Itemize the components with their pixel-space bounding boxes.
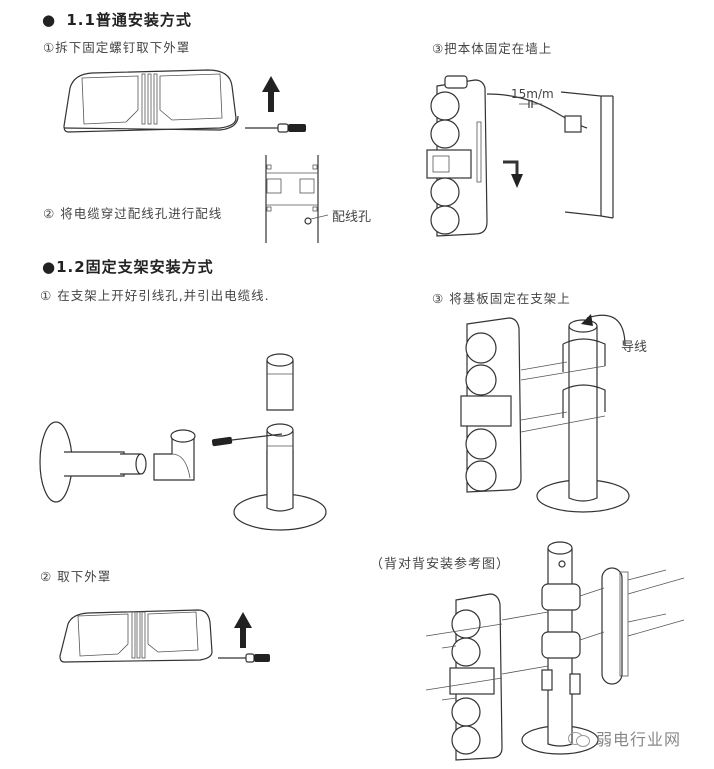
- step-number: ②: [40, 569, 53, 584]
- back-plate: [601, 567, 629, 685]
- step-number: ③: [432, 291, 445, 306]
- watermark-text: 弱电行业网: [596, 730, 682, 749]
- wiring-hole-label: 配线孔: [332, 210, 372, 225]
- back-to-back-caption: （背对背安装参考图）: [370, 557, 511, 572]
- wall-bracket: [39, 421, 196, 503]
- back-to-back-illustration: [425, 541, 685, 761]
- step-text: 在支架上开好引线孔,并引出电缆线.: [57, 288, 270, 303]
- post-mount-illustration: [460, 314, 630, 513]
- step-1-2: ② 将电缆穿过配线孔进行配线: [43, 203, 222, 222]
- bullet-icon: ●: [42, 258, 57, 276]
- screwdriver-icon: [245, 123, 306, 133]
- step-text: 取下外罩: [57, 569, 112, 584]
- wall-mount-illustration: [426, 75, 614, 237]
- step-2-1: ① 在支架上开好引线孔,并引出电缆线.: [40, 285, 270, 304]
- screwdriver-icon: [218, 653, 270, 663]
- screws: [425, 569, 685, 701]
- screwdriver-icon: [211, 433, 283, 447]
- step-text: 将基板固定在支架上: [449, 291, 571, 306]
- bullet-icon: ●: [42, 11, 57, 29]
- section-1-heading: ● 1.1普通安装方式: [42, 9, 192, 30]
- step-text: 把本体固定在墙上: [444, 41, 553, 56]
- post: [521, 541, 599, 755]
- cover-removal-illustration-2: [59, 609, 270, 663]
- step-number: ①: [43, 40, 56, 55]
- wechat-icon: [568, 730, 590, 747]
- gap-dimension: [519, 100, 542, 108]
- post: [536, 319, 630, 513]
- section-2-heading: ●1.2固定支架安装方式: [42, 256, 214, 277]
- wire-label: 导线: [621, 340, 648, 355]
- cover-removal-illustration: [63, 69, 306, 133]
- wiring-hole-illustration: [265, 155, 329, 243]
- gap-label: 15m/m: [511, 87, 554, 101]
- step-text: 拆下固定螺钉取下外罩: [55, 40, 191, 55]
- up-arrow-icon: [234, 612, 252, 648]
- section-2-title: 1.2固定支架安装方式: [56, 258, 214, 276]
- up-arrow-icon: [262, 76, 280, 112]
- bracket-illustration: [39, 353, 327, 531]
- step-2-2: ② 取下外罩: [40, 566, 111, 585]
- step-number: ①: [40, 288, 53, 303]
- down-arrow-icon: [503, 160, 523, 188]
- detector-body: [426, 75, 488, 237]
- wire-arrow-icon: [586, 314, 626, 347]
- step-1-3: ③把本体固定在墙上: [432, 38, 552, 57]
- vertical-post: [233, 353, 327, 531]
- step-number: ②: [43, 206, 56, 221]
- watermark: 弱电行业网: [568, 726, 681, 750]
- detector-body: [460, 317, 522, 493]
- step-1-1: ①拆下固定螺钉取下外罩: [43, 37, 190, 56]
- section-1-title: 1.1普通安装方式: [66, 11, 192, 29]
- step-2-3: ③ 将基板固定在支架上: [432, 288, 571, 307]
- detector-body: [449, 593, 503, 761]
- step-text: 将电缆穿过配线孔进行配线: [60, 206, 223, 221]
- step-number: ③: [432, 41, 445, 56]
